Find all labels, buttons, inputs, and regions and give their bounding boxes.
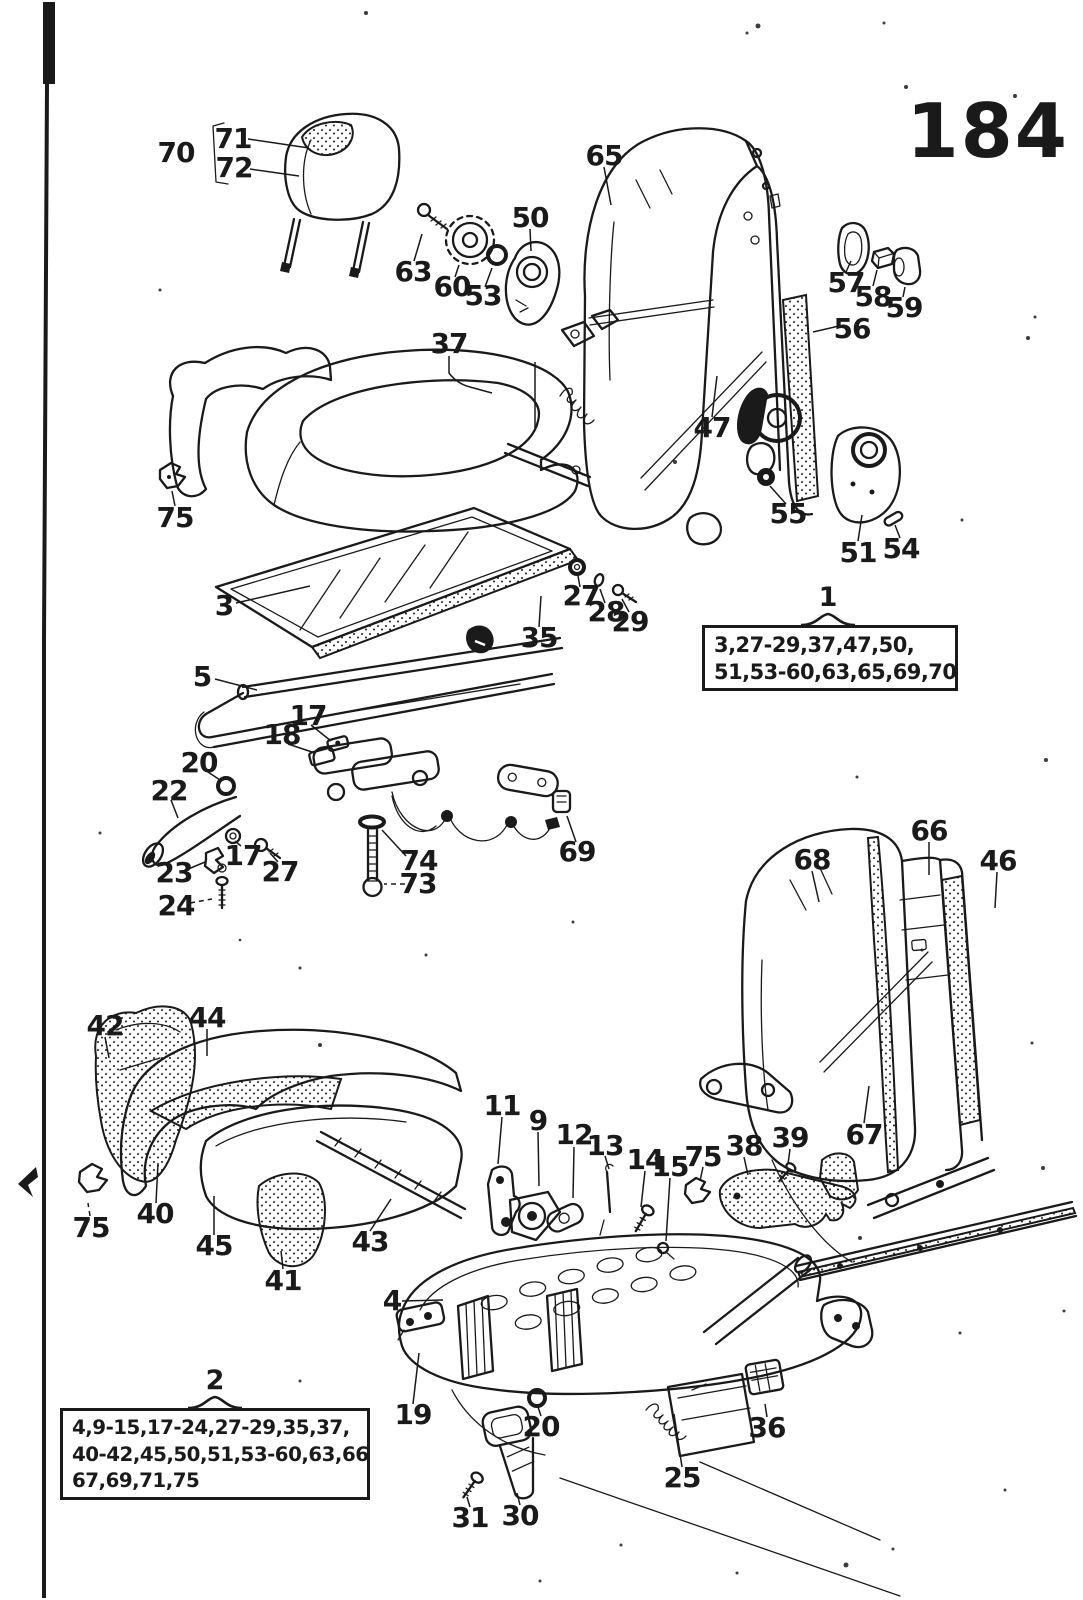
part-label: 57: [827, 266, 866, 299]
rail-assembly-drawing: [141, 636, 572, 910]
part-label: 29: [611, 605, 650, 638]
leader-lines: [87, 138, 998, 1508]
part-label: 44: [188, 1001, 227, 1034]
part-label: 70: [157, 136, 196, 169]
part-label: 68: [793, 843, 832, 876]
group-box-line: 51,53-60,63,65,69,70: [714, 660, 957, 684]
page-number: 184: [906, 87, 1069, 175]
part-label: 25: [663, 1461, 702, 1494]
part-label: 28: [587, 595, 626, 628]
part-label: 20: [522, 1410, 561, 1443]
part-label: 20: [180, 746, 219, 779]
part-label: 74: [400, 844, 439, 877]
part-label: 17: [289, 699, 328, 732]
part-label: 9: [528, 1104, 549, 1137]
part-label: 50: [511, 201, 550, 234]
binding-edge: [18, 2, 55, 1599]
group-box-line: 67,69,71,75: [72, 1469, 200, 1493]
part-label: 27: [261, 855, 300, 888]
part-label: 5: [192, 660, 213, 693]
part-label: 14: [626, 1143, 665, 1176]
part-label: 41: [264, 1264, 303, 1297]
part-label: 37: [430, 327, 469, 360]
part-label: 71: [214, 122, 253, 155]
group-box-line: 4,9-15,17-24,27-29,35,37,: [72, 1416, 350, 1439]
part-label: 43: [351, 1225, 390, 1258]
part-label: 39: [771, 1121, 810, 1154]
part-label: 12: [555, 1118, 594, 1151]
part-label: 13: [586, 1129, 625, 1162]
part-label: 36: [748, 1411, 787, 1444]
part-label: 75: [684, 1140, 723, 1173]
lower-cushion-drawing: [77, 1005, 467, 1268]
part-label: 4: [382, 1284, 403, 1317]
spring-base-drawing: [214, 506, 638, 660]
part-label: 42: [86, 1009, 125, 1042]
brace-icon: [800, 612, 856, 627]
part-label: 58: [854, 280, 893, 313]
part-label: 51: [839, 536, 878, 569]
group-parts-list: 4,9-15,17-24,27-29,35,37, 40-42,45,50,51,…: [60, 1408, 370, 1500]
hinge-parts-drawing: [486, 1162, 857, 1260]
part-label: 63: [394, 255, 433, 288]
part-label: 11: [483, 1089, 522, 1122]
part-label: 30: [501, 1499, 540, 1532]
group-number: 1: [818, 582, 838, 613]
part-label: 19: [394, 1398, 433, 1431]
group-box-line: 40-42,45,50,51,53-60,63,66: [72, 1442, 369, 1466]
part-label: 47: [693, 411, 732, 444]
headrest-drawing: [212, 112, 401, 278]
part-label: 46: [979, 844, 1018, 877]
part-label: 31: [451, 1501, 490, 1534]
part-label: 59: [885, 291, 924, 324]
part-label: 45: [195, 1229, 234, 1262]
part-label: 75: [72, 1211, 111, 1244]
part-label: 40: [136, 1197, 175, 1230]
part-label: 56: [833, 312, 872, 345]
part-label: 72: [215, 151, 254, 184]
group-number: 2: [205, 1365, 225, 1396]
part-label: 73: [399, 867, 438, 900]
part-label: 22: [150, 774, 189, 807]
group-box-line: 3,27-29,37,47,50,: [714, 633, 915, 657]
part-label: 35: [520, 621, 559, 654]
group-parts-list: 3,27-29,37,47,50, 51,53-60,63,65,69,70: [702, 625, 958, 691]
scan-noise: [98, 11, 1066, 1583]
part-label: 15: [651, 1150, 690, 1183]
brace-icon: [187, 1395, 243, 1410]
part-label: 65: [585, 139, 624, 172]
part-label: 38: [725, 1129, 764, 1162]
lower-backrest-drawing: [699, 827, 996, 1349]
part-label: 3: [214, 589, 235, 622]
part-label: 69: [558, 835, 597, 868]
part-label: 55: [769, 497, 808, 530]
part-label: 24: [157, 889, 196, 922]
part-label: 60: [433, 270, 472, 303]
part-label: 18: [263, 718, 302, 751]
part-label: 53: [464, 279, 503, 312]
part-label: 67: [845, 1118, 884, 1151]
part-label: 23: [155, 856, 194, 889]
part-label: 17: [224, 839, 263, 872]
upper-backrest-drawing: [559, 127, 922, 546]
lower-frame-drawing: [395, 1200, 1078, 1597]
part-label: 27: [562, 579, 601, 612]
part-label: 66: [910, 814, 949, 847]
part-label: 54: [882, 532, 921, 565]
upper-cushion-drawing: [158, 346, 592, 533]
headrest-hardware-drawing: [416, 202, 561, 326]
part-label: 75: [156, 501, 195, 534]
